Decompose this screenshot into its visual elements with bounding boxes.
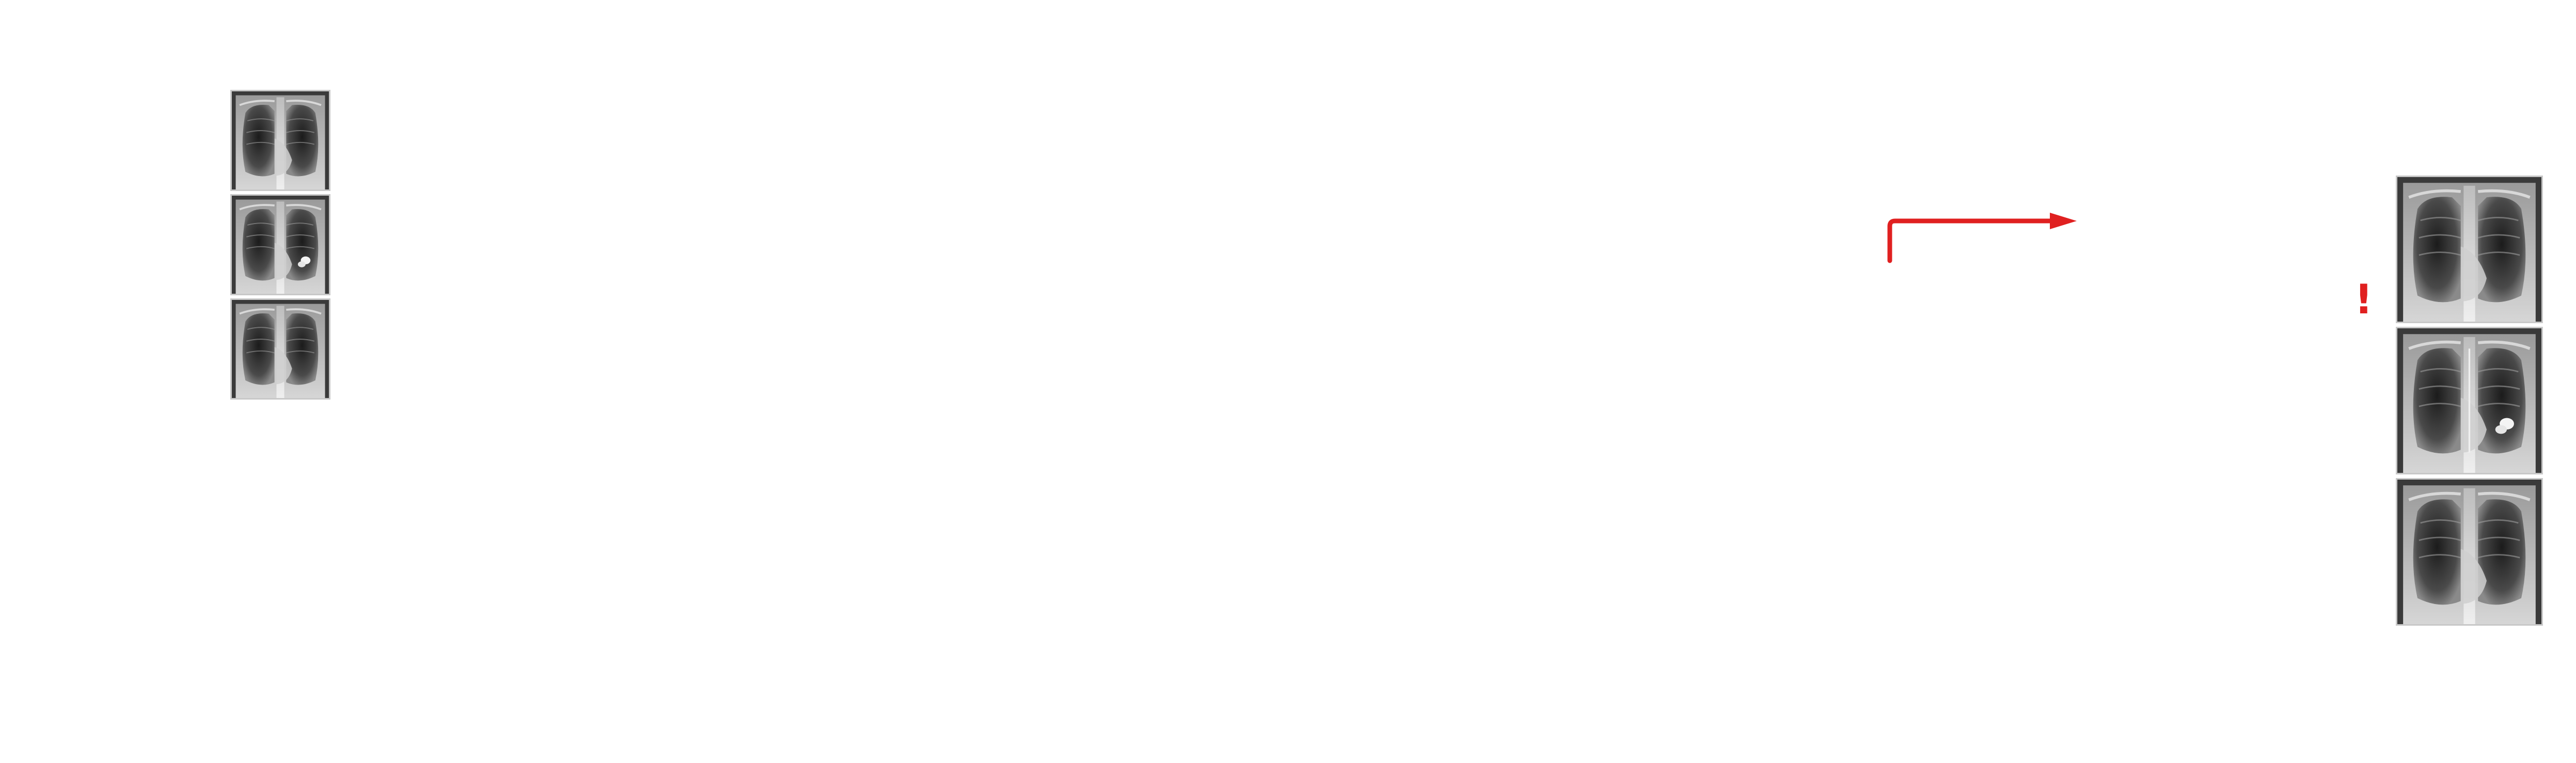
- xray-thumbnail-right-2: [2396, 327, 2543, 474]
- xray-thumbnail-right-1: [2396, 176, 2543, 323]
- xray-thumbnail-right-3: [2396, 478, 2543, 626]
- xray-thumbnail-left-1: [230, 90, 330, 191]
- elbow-arrow-right-icon: [1887, 213, 2077, 263]
- alert-exclamation: !: [2354, 277, 2373, 323]
- xray-thumbnail-left-2: [230, 194, 330, 295]
- xray-thumbnail-left-3: [230, 298, 330, 400]
